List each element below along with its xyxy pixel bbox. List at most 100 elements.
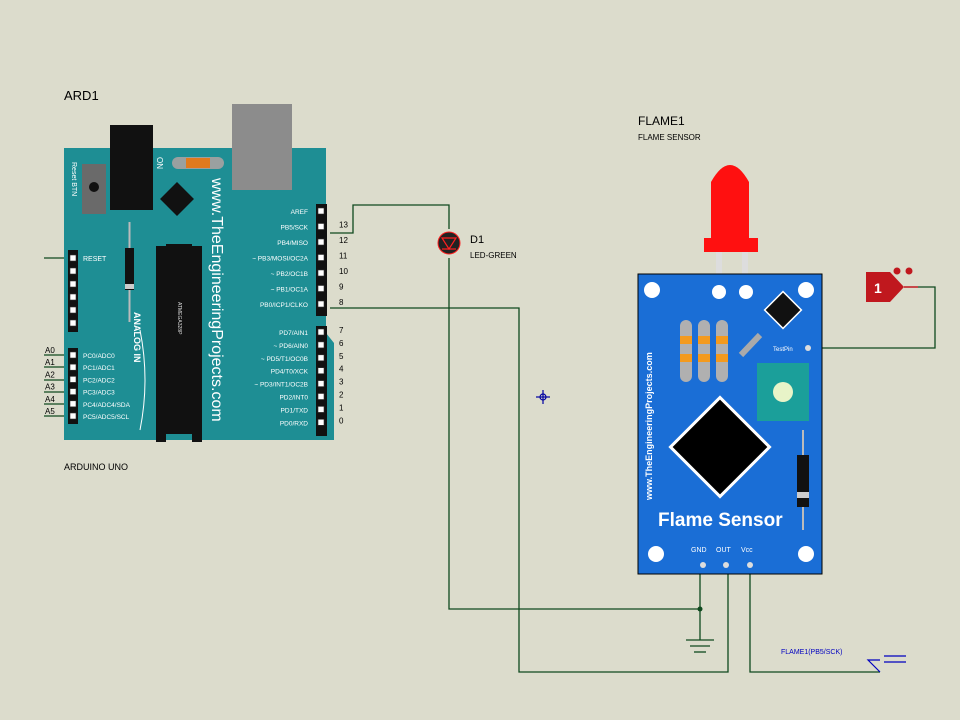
analog-pin-number: A4	[45, 395, 55, 404]
digital-pin-number: 12	[339, 236, 348, 245]
logic-probe[interactable]	[866, 267, 918, 303]
led-d1[interactable]	[437, 231, 461, 255]
analog-pin-name: PC3/ADC3	[83, 390, 115, 397]
chip-label: ATMEGA328P	[176, 302, 182, 335]
digital-pin-number: 5	[339, 352, 344, 361]
digital-header-pin[interactable]	[317, 238, 325, 246]
pin-out[interactable]	[723, 562, 729, 568]
analog-header-pin[interactable]	[69, 412, 77, 420]
analog-pin-number: A5	[45, 407, 55, 416]
digital-pin-name: ~ PB2/OC1B	[271, 271, 308, 278]
digital-pin-name: PD0/RXD	[280, 420, 308, 427]
digital-header-pin[interactable]	[317, 418, 325, 426]
reset-header-pin[interactable]	[69, 280, 77, 288]
digital-pin-number: 9	[339, 283, 344, 292]
digital-header-pin[interactable]	[317, 223, 325, 230]
wire-led-gnd[interactable]	[448, 258, 700, 610]
digital-pin-number: 1	[339, 403, 344, 412]
digital-header-pin[interactable]	[317, 380, 325, 387]
digital-header-pin[interactable]	[317, 354, 325, 362]
digital-pin-number: 10	[339, 267, 348, 276]
reset-header	[68, 250, 78, 332]
resistor-array	[680, 320, 763, 382]
digital-header-pin[interactable]	[317, 328, 325, 336]
pin-vcc-label: Vcc	[741, 547, 753, 554]
sensor-type: FLAME SENSOR	[638, 133, 701, 142]
default-terminal[interactable]	[866, 655, 906, 673]
digital-header-pin[interactable]	[317, 285, 325, 292]
reset-header-pin[interactable]	[69, 319, 77, 327]
arduino-name: ARDUINO UNO	[64, 462, 128, 472]
digital-header-pin[interactable]	[317, 406, 325, 413]
digital-pin-name: PD2/INT0	[279, 395, 308, 402]
digital-header-pin[interactable]	[317, 207, 325, 215]
digital-pin-number: 13	[339, 221, 348, 230]
analog-header-pin[interactable]	[69, 400, 77, 408]
analog-header-pin[interactable]	[69, 351, 77, 359]
reset-button-cap	[89, 182, 99, 192]
header-pins	[69, 207, 325, 426]
small-chip	[160, 182, 194, 216]
reset-header-pin[interactable]	[69, 293, 77, 301]
digital-header-pin[interactable]	[317, 254, 325, 261]
reset-header-pin[interactable]	[69, 254, 77, 262]
wire-vcc-terminal[interactable]	[749, 566, 880, 673]
ground-symbol	[686, 639, 714, 653]
arduino-watermark: www.TheEngineeringProjects.com	[208, 177, 225, 422]
digital-pin-number: 3	[339, 378, 344, 387]
digital-header-pin[interactable]	[317, 341, 325, 349]
digital-pin-number: 0	[339, 416, 344, 425]
digital-pin-number: 7	[339, 326, 344, 335]
digital-pin-name: PD4/T0/XCK	[271, 369, 309, 376]
analog-pin-number: A3	[45, 383, 55, 392]
pin-gnd-label: GND	[691, 547, 707, 554]
analog-header-pin[interactable]	[69, 376, 77, 383]
analog-pin-name: PC2/ADC2	[83, 377, 115, 384]
sensor-watermark: www.TheEngineeringProjects.com	[644, 352, 654, 501]
logic-probe-value: 1	[874, 280, 882, 296]
on-label: ON	[155, 157, 164, 169]
digital-header-pin[interactable]	[317, 393, 325, 400]
digital-header-pin[interactable]	[317, 269, 325, 277]
reset-header-pin[interactable]	[69, 267, 77, 275]
digital-pin-number: 2	[339, 391, 344, 400]
arduino-board[interactable]	[64, 104, 334, 442]
digital-pin-name: PB0/ICP1/CLKO	[260, 302, 308, 309]
sensor-title: Flame Sensor	[658, 510, 783, 531]
digital-header-pin[interactable]	[317, 300, 325, 308]
wire-testpin-probe[interactable]	[813, 286, 936, 349]
ir-led	[711, 165, 749, 240]
analog-pin-number: A1	[45, 358, 55, 367]
analog-pin-name: PC0/ADC0	[83, 353, 115, 360]
pin-gnd[interactable]	[700, 562, 706, 568]
digital-pin-name: PD1/TXD	[281, 407, 309, 414]
sensor-ref: FLAME1	[638, 114, 685, 128]
digital-pin-name: ~ PD3/INT1/OC2B	[254, 382, 308, 389]
flame-sensor-module[interactable]	[637, 165, 823, 575]
mcu-socket-left	[156, 246, 166, 442]
wire-pin8-out[interactable]	[330, 307, 729, 673]
pin-test[interactable]	[805, 345, 811, 351]
analog-header	[68, 348, 78, 424]
analog-header-pin[interactable]	[69, 388, 77, 395]
power-jack	[110, 125, 153, 210]
wires	[44, 204, 936, 673]
digital-pin-name: PD7/AIN1	[279, 330, 308, 337]
reset-btn-label: Reset BTN	[70, 162, 77, 196]
usb-connector	[232, 104, 292, 190]
digital-pin-number: 11	[339, 252, 348, 261]
digital-pin-name: PB5/SCK	[281, 225, 309, 232]
digital-header-pin[interactable]	[317, 367, 325, 375]
led-type: LED-GREEN	[470, 251, 517, 260]
digital-pin-name: ~ PD6/AIN0	[273, 343, 308, 350]
reset-header-pin[interactable]	[69, 306, 77, 314]
reset-pin-label: RESET	[83, 256, 107, 263]
analog-header-pin[interactable]	[69, 363, 77, 371]
test-pin-label: TestPin	[773, 347, 793, 353]
wire-pin13-led[interactable]	[330, 204, 450, 234]
pin-vcc[interactable]	[747, 562, 753, 568]
origin-marker	[536, 390, 550, 404]
mcu-chip	[166, 244, 192, 434]
analog-pin-name: PC4/ADC4/SDA	[83, 402, 131, 409]
